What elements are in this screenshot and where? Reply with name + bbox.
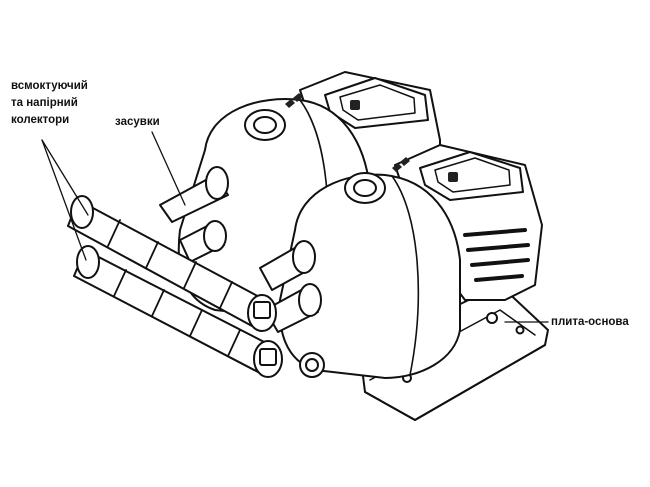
suction-manifold	[67, 195, 277, 332]
manifold-label-line1: всмоктуючий	[11, 80, 88, 92]
valves-label: засувки	[115, 116, 160, 128]
front-pump	[278, 144, 543, 379]
baseplate-label: плита-основа	[551, 316, 629, 328]
valve-group	[159, 166, 322, 333]
manifold-label-line3: колектори	[11, 114, 70, 126]
leader-lines	[41, 131, 549, 323]
manifold-label-line2: та напірний	[11, 97, 78, 109]
discharge-manifold	[73, 245, 283, 378]
panel-indicator-icon	[448, 172, 458, 182]
double-chevron-logo-icon	[285, 93, 303, 108]
panel-indicator-icon	[350, 100, 360, 110]
manifold-label: всмоктуючий та напірний колектори	[11, 78, 88, 129]
double-chevron-logo-icon	[392, 157, 410, 172]
